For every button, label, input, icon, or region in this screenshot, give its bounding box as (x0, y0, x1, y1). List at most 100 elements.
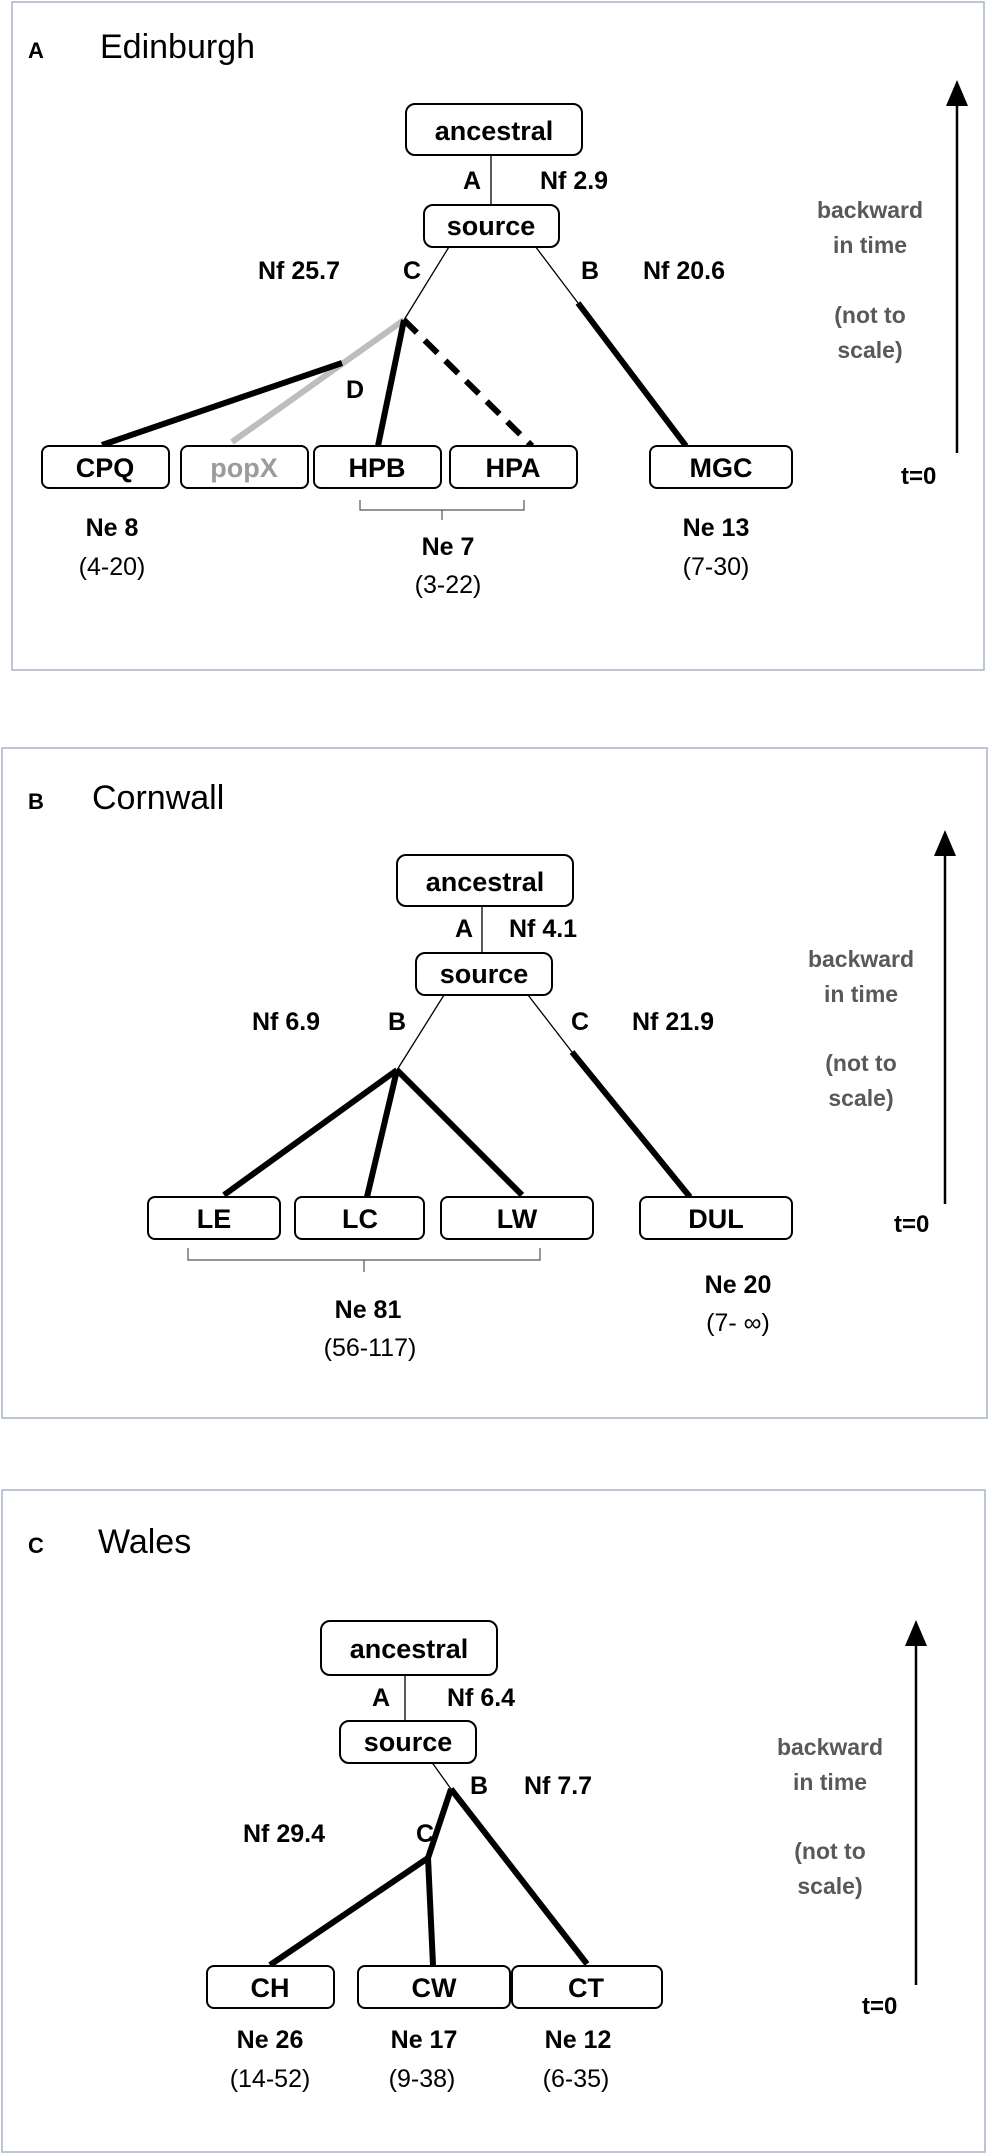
node-ch: CH (206, 1965, 335, 2009)
svg-text:CH: CH (251, 1973, 290, 2003)
panel-frame (11, 1, 985, 671)
svg-text:CPQ: CPQ (76, 453, 135, 483)
branch-hpa-line (401, 317, 535, 449)
svg-text:LW: LW (497, 1204, 538, 1234)
time-label-line1: backward (817, 197, 923, 223)
panel-letter: A (28, 38, 44, 63)
panel-letter: C (28, 1533, 44, 1558)
time-label-line4: scale) (837, 337, 902, 363)
time-label-line2: in time (793, 1769, 867, 1795)
time-label-line3: (not to (794, 1838, 866, 1864)
ne-ch: Ne 26 (237, 2026, 304, 2054)
svg-text:LC: LC (342, 1204, 378, 1234)
node-le: LE (147, 1196, 281, 1240)
time-label-line2: in time (824, 981, 898, 1007)
node-ancestral: ancestral (320, 1620, 498, 1676)
nf-label-b: Nf 20.6 (643, 257, 725, 285)
ne-ci-hp: (3-22) (415, 571, 482, 599)
svg-text:HPA: HPA (485, 453, 540, 483)
time-label-line2: in time (833, 232, 907, 258)
svg-text:LE: LE (197, 1204, 232, 1234)
ne-ct: Ne 12 (545, 2026, 612, 2054)
branch-label-c: C (403, 257, 421, 285)
svg-text:ancestral: ancestral (426, 867, 545, 897)
node-source: source (339, 1720, 477, 1764)
ne-ci-l: (56-117) (324, 1334, 417, 1362)
ne-ci-dul: (7- ∞) (706, 1309, 770, 1337)
svg-text:source: source (447, 211, 536, 241)
node-mgc: MGC (649, 445, 793, 489)
nf-label-a: Nf 2.9 (540, 167, 608, 195)
time-arrow (905, 1620, 927, 1985)
branch-label-b: B (470, 1772, 488, 1800)
branch-mgc-line (575, 301, 689, 448)
node-ct: CT (511, 1965, 663, 2009)
time-label-line4: scale) (797, 1873, 862, 1899)
branch-label-c: C (571, 1008, 589, 1036)
branch-lc-line (364, 1069, 400, 1198)
panel-frame (1, 747, 988, 1419)
node-lc: LC (294, 1196, 425, 1240)
ne-ci-ct: (6-35) (543, 2065, 610, 2093)
panel-cornwall: B Cornwall ancestral source LE LC LW (1, 747, 988, 1419)
ne-dul: Ne 20 (705, 1271, 772, 1299)
branch-b-thin-line (531, 241, 579, 304)
node-popx: popX (180, 445, 309, 489)
time-arrow (946, 80, 968, 453)
branch-label-c: C (416, 1820, 434, 1848)
time-label-line3: (not to (825, 1050, 897, 1076)
branch-dul-line (569, 1050, 693, 1199)
svg-text:ancestral: ancestral (435, 116, 554, 146)
ne-hp: Ne 7 (422, 533, 475, 561)
branch-c-line (425, 1788, 454, 1859)
time-label-line4: scale) (828, 1085, 893, 1111)
time-label-line1: backward (777, 1734, 883, 1760)
svg-text:CT: CT (568, 1973, 604, 2003)
ne-ci-cw: (9-38) (389, 2065, 456, 2093)
branch-cw-line (425, 1857, 436, 1966)
time-label-line1: backward (808, 946, 914, 972)
branch-hpb-line (375, 319, 407, 447)
node-ancestral: ancestral (405, 103, 583, 156)
nf-label-c: Nf 25.7 (258, 257, 340, 285)
branch-ch-line (268, 1855, 430, 1968)
node-cw: CW (357, 1965, 511, 2009)
panel-letter: B (28, 789, 44, 814)
branch-c-line (403, 241, 453, 321)
node-dul: DUL (639, 1196, 793, 1240)
svg-text:HPB: HPB (348, 453, 405, 483)
svg-text:MGC: MGC (690, 453, 753, 483)
panel-edinburgh: A Edinburgh ancestral source CPQ popX (11, 1, 985, 671)
branch-c-thin-line (527, 994, 573, 1053)
ne-cw: Ne 17 (391, 2026, 458, 2054)
panel-wales: C Wales ancestral source CH CW CT (1, 1489, 986, 2153)
branch-label-a: A (463, 167, 481, 195)
node-source: source (423, 204, 560, 248)
branch-label-b: B (581, 257, 599, 285)
ne-ci-cpq: (4-20) (79, 553, 146, 581)
svg-text:DUL: DUL (688, 1204, 744, 1234)
node-hpb: HPB (313, 445, 442, 489)
branch-b-line (396, 994, 445, 1071)
nf-label-b: Nf 6.9 (252, 1008, 320, 1036)
time-arrow (934, 830, 956, 1204)
panel-title: Edinburgh (100, 28, 255, 66)
t0-label: t=0 (862, 1993, 897, 2020)
panel-frame (1, 1489, 986, 2153)
node-source: source (415, 952, 553, 996)
branch-cpq-line (101, 360, 343, 448)
branch-label-d: D (346, 376, 364, 404)
svg-text:ancestral: ancestral (350, 1634, 469, 1664)
nf-label-c: Nf 29.4 (243, 1820, 325, 1848)
node-cpq: CPQ (41, 445, 170, 489)
t0-label: t=0 (894, 1211, 929, 1238)
ne-l: Ne 81 (335, 1296, 402, 1324)
branch-popx-line (230, 317, 406, 445)
branch-label-a: A (455, 915, 473, 943)
svg-text:source: source (364, 1727, 453, 1757)
node-ancestral: ancestral (396, 854, 574, 907)
node-lw: LW (440, 1196, 594, 1240)
panel-title: Wales (98, 1523, 191, 1561)
branch-le-line (222, 1067, 399, 1198)
